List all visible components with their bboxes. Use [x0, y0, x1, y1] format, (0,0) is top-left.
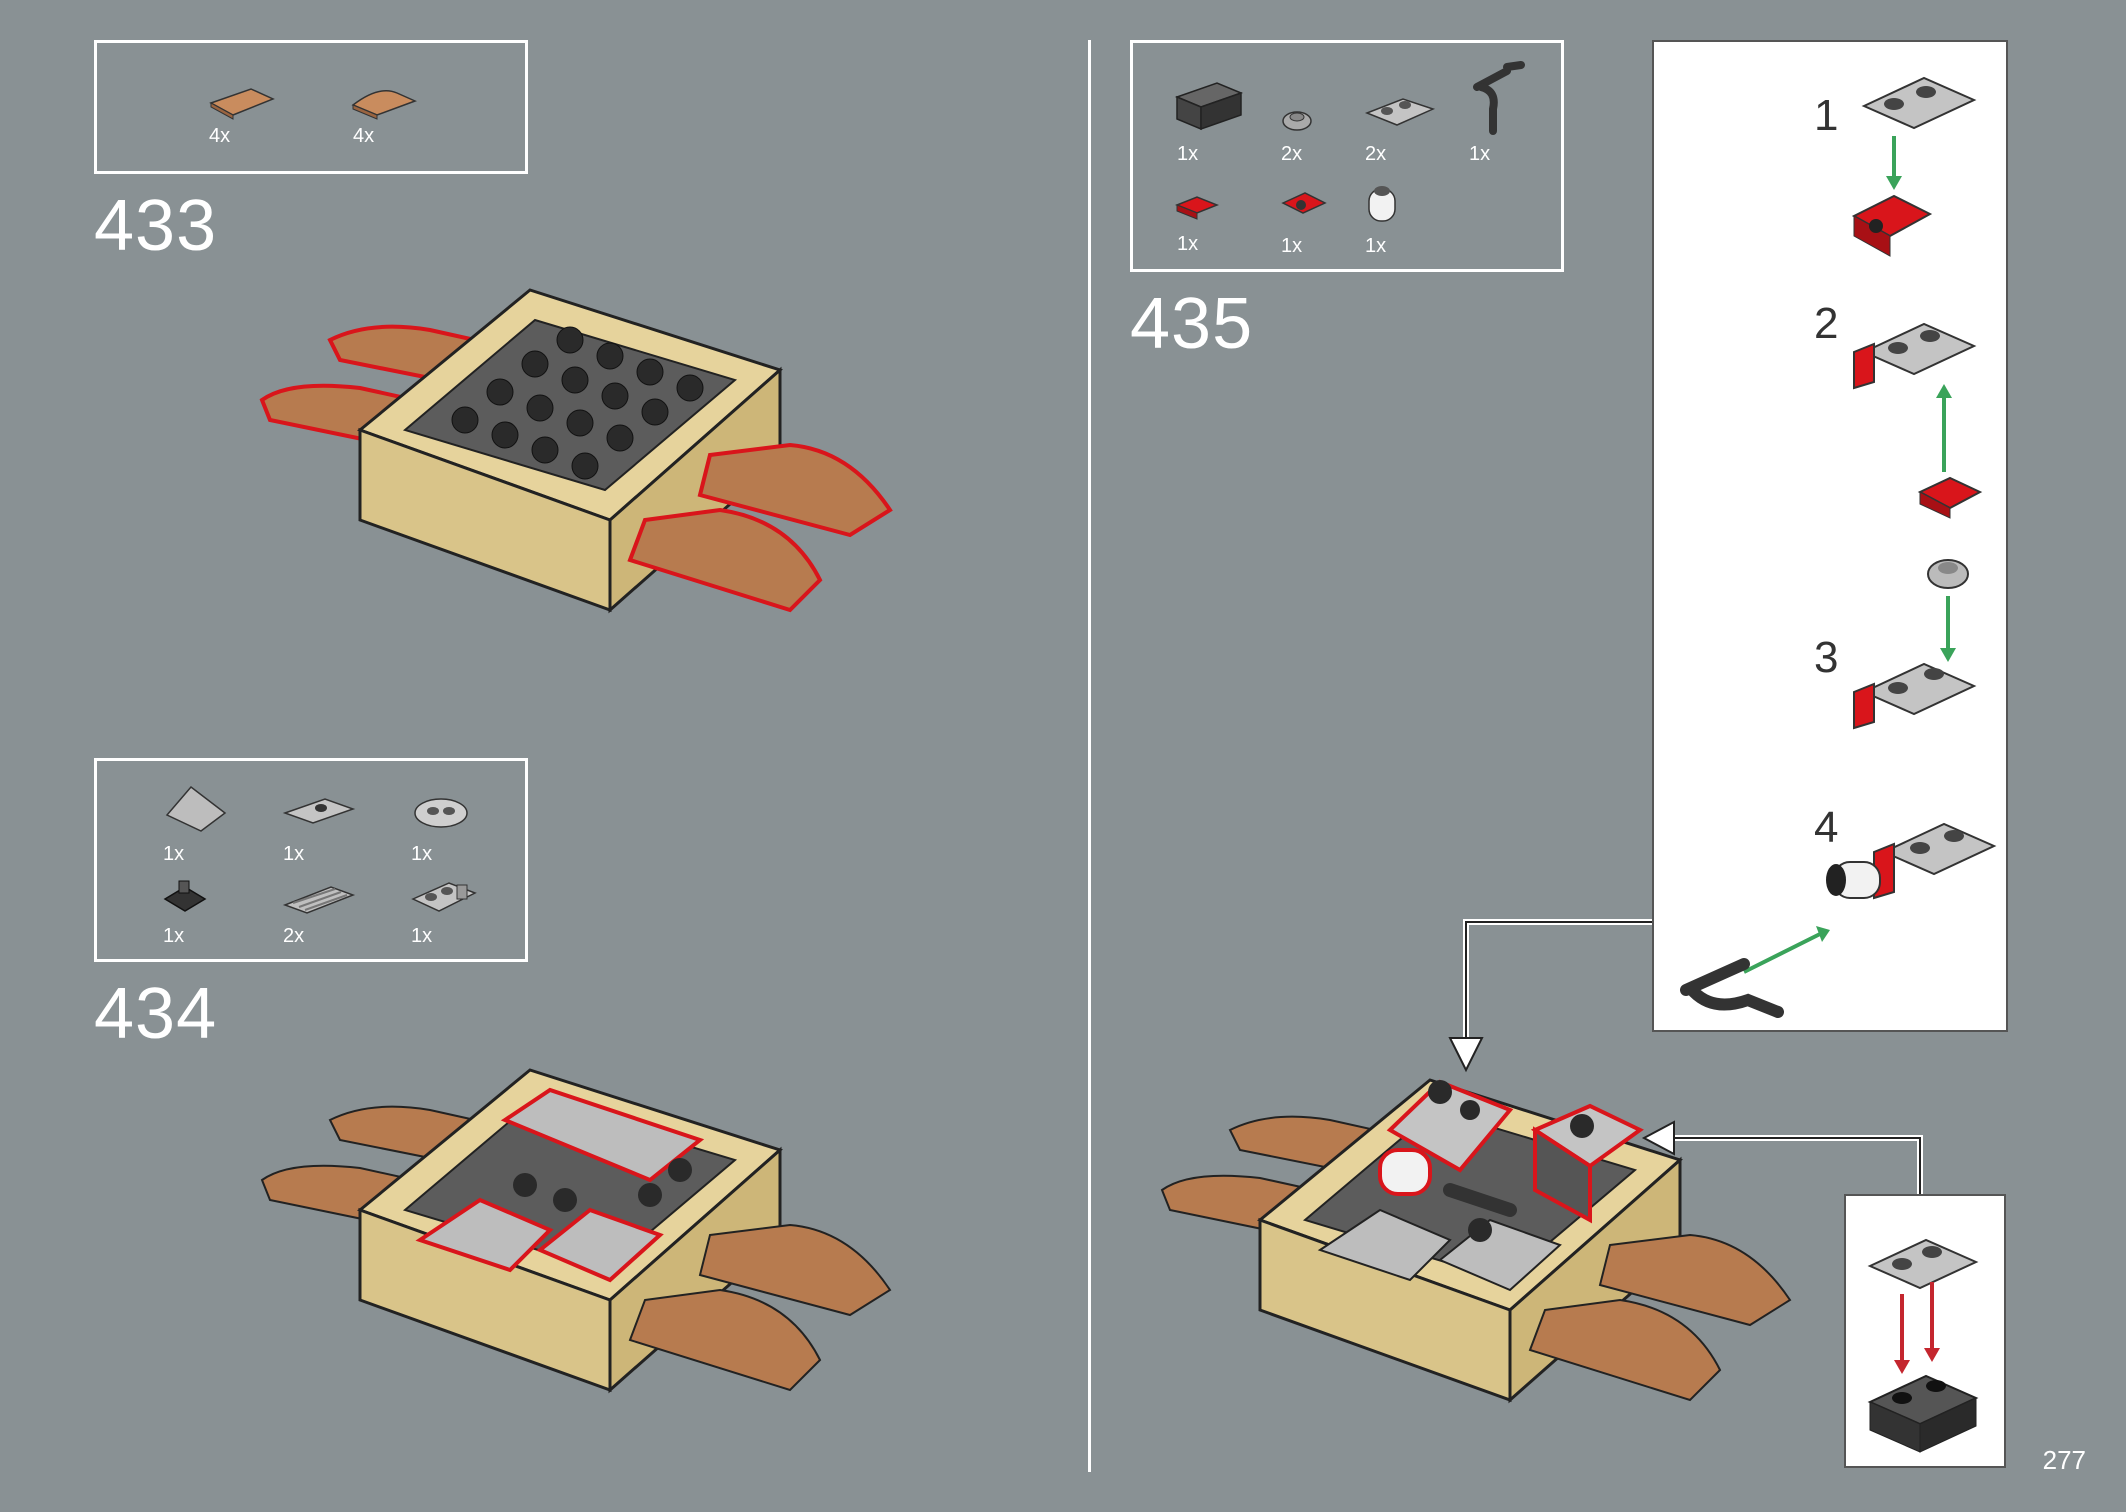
part-qty: 4x — [353, 125, 375, 147]
parts-box-step-434: 1x 1x 1x 1x 2x 1x — [94, 758, 528, 962]
substep-3-illustration — [1853, 559, 1977, 730]
clip-plate-icon — [1364, 98, 1436, 126]
black-clip-icon — [163, 880, 207, 912]
grey-round-plate-icon — [414, 798, 468, 828]
part-qty: 2x — [1281, 143, 1303, 165]
part-qty: 2x — [283, 925, 305, 947]
part-qty: 1x — [411, 925, 433, 947]
trans-round-brick-icon — [1368, 186, 1396, 222]
model-illustration-step-435 — [1160, 1078, 1792, 1404]
substep-1-illustration — [1851, 76, 1977, 257]
assembly-connector-arrow — [1448, 919, 1652, 1073]
part-qty: 1x — [1469, 143, 1491, 165]
substep-number: 2 — [1814, 299, 1839, 348]
part-qty: 1x — [1177, 143, 1199, 165]
callout-box — [1844, 1194, 2006, 1468]
step-number: 435 — [1130, 284, 1254, 364]
step-number: 434 — [94, 974, 218, 1054]
model-illustration-step-433 — [259, 288, 893, 614]
part-qty: 1x — [1281, 235, 1303, 257]
step-number: 433 — [94, 186, 218, 266]
part-qty: 1x — [1365, 235, 1387, 257]
parts-box-step-433: 4x 4x — [94, 40, 528, 174]
sub-assembly-panel: 1 2 3 4 — [1652, 40, 2008, 1032]
round-plate-icon — [1282, 111, 1312, 131]
model-illustration-step-434 — [260, 1068, 892, 1394]
substep-number: 1 — [1814, 91, 1839, 140]
callout-illustration — [1867, 1238, 1979, 1453]
part-qty: 1x — [163, 925, 185, 947]
substep-number: 4 — [1814, 803, 1839, 852]
grey-clip-plate-icon — [411, 882, 477, 912]
part-qty: 1x — [411, 843, 433, 865]
black-grille-brick-icon — [1174, 82, 1244, 131]
red-plate-icon — [1174, 196, 1220, 220]
substep-2-illustration — [1853, 322, 1983, 519]
substep-number: 3 — [1814, 633, 1839, 682]
parts-box-step-435: 1x 2x 2x 1x 1x 1x 1x — [1130, 40, 1564, 272]
tan-curved-slope-icon — [209, 88, 275, 120]
part-qty: 4x — [209, 125, 231, 147]
part-qty: 1x — [283, 843, 305, 865]
substep-4-illustration — [1680, 822, 1997, 1018]
part-qty: 1x — [1177, 233, 1199, 255]
page-divider — [1088, 40, 1091, 1472]
callout-connector-arrow — [1641, 1120, 1923, 1194]
grille-tile-icon — [282, 886, 356, 914]
red-bracket-icon — [1281, 192, 1327, 214]
page-number: 277 — [2042, 1445, 2086, 1475]
part-qty: 1x — [163, 843, 185, 865]
tan-curved-slope-2-icon — [351, 90, 417, 120]
grey-jumper-plate-icon — [282, 798, 356, 824]
bar-handle-icon — [1473, 61, 1525, 135]
part-qty: 2x — [1365, 143, 1387, 165]
grey-slope-icon — [165, 785, 227, 832]
